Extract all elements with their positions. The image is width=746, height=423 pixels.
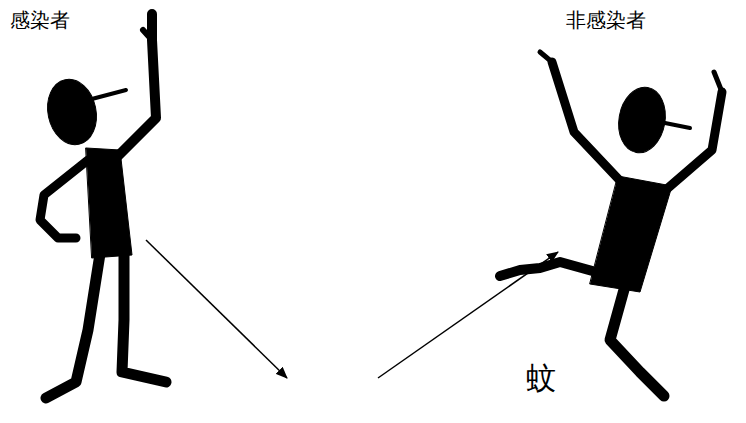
figure-label: 非感染者 xyxy=(566,8,646,32)
arrow xyxy=(146,240,287,378)
arrow xyxy=(378,252,558,378)
uninfected-figure xyxy=(500,52,722,396)
vector-label: 蚊 xyxy=(526,360,556,396)
infected-figure xyxy=(40,14,166,398)
figure-label: 感染者 xyxy=(10,8,70,32)
